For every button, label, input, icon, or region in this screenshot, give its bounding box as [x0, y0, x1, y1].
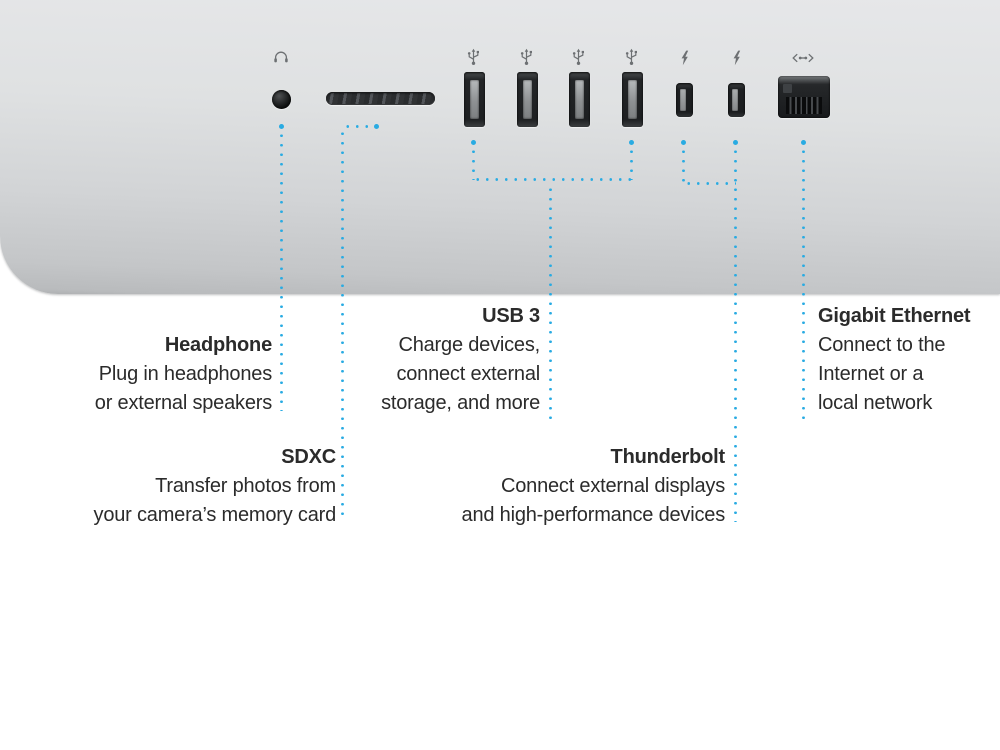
usb-icon — [465, 48, 482, 66]
thunderbolt-icon — [731, 50, 742, 66]
thunderbolt-port-tongue — [679, 89, 686, 111]
callout-gigabit-ethernet-line: Internet or a — [818, 363, 924, 385]
usb-leader-line-bracket — [473, 178, 632, 181]
usb-icon — [623, 48, 640, 66]
sdxc-leader-line-horizontal — [343, 125, 375, 128]
thunderbolt-port-tongue — [731, 89, 738, 111]
ethernet-leader-anchor — [801, 140, 806, 145]
sdxc-card-slot — [326, 92, 435, 105]
callout-headphone: Headphone Plug in headphones or external… — [0, 331, 272, 418]
sdxc-leader-line — [341, 129, 344, 522]
thunderbolt-leader-line — [734, 147, 737, 522]
callout-thunderbolt-line: and high-performance devices — [461, 504, 726, 526]
callout-usb3-line: storage, and more — [381, 392, 540, 414]
thunderbolt-leader-anchor-right — [733, 140, 738, 145]
usb-port-tongue — [575, 80, 584, 119]
gigabit-ethernet-port — [778, 76, 830, 118]
callout-headphone-title: Headphone — [164, 334, 272, 356]
usb-port-tongue — [523, 80, 532, 119]
callout-headphone-line: or external speakers — [94, 392, 272, 414]
ethernet-port-notch — [783, 84, 792, 93]
ethernet-icon — [792, 53, 814, 63]
imac-body-panel — [0, 0, 1000, 294]
callout-sdxc-line: Transfer photos from — [155, 475, 336, 497]
ethernet-port-pins — [786, 97, 822, 114]
callout-gigabit-ethernet-line: local network — [818, 392, 933, 414]
usb-leader-line-right — [630, 147, 633, 180]
usb-icon — [570, 48, 587, 66]
usb3-port-2 — [517, 72, 538, 127]
sdxc-leader-anchor — [374, 124, 379, 129]
usb3-port-3 — [569, 72, 590, 127]
thunderbolt-leader-line-bracket — [684, 182, 736, 185]
callout-usb3: USB 3 Charge devices, connect external s… — [340, 302, 540, 418]
callout-thunderbolt-title: Thunderbolt — [610, 446, 726, 468]
usb-leader-anchor-right — [629, 140, 634, 145]
callout-sdxc-line: your camera’s memory card — [93, 504, 337, 526]
thunderbolt-port-1 — [676, 83, 693, 117]
usb-port-tongue — [628, 80, 637, 119]
usb-port-tongue — [470, 80, 479, 119]
callout-gigabit-ethernet-title: Gigabit Ethernet — [818, 305, 971, 327]
callout-gigabit-ethernet: Gigabit Ethernet Connect to the Internet… — [818, 302, 1000, 418]
callout-sdxc: SDXC Transfer photos from your camera’s … — [0, 443, 337, 530]
usb3-port-1 — [464, 72, 485, 127]
thunderbolt-port-2 — [728, 83, 745, 117]
callout-usb3-line: Charge devices, — [398, 334, 540, 356]
usb3-port-4 — [622, 72, 643, 127]
headphone-leader-line — [280, 131, 283, 411]
thunderbolt-leader-line-left — [682, 147, 685, 184]
headphone-icon — [273, 50, 289, 64]
usb-leader-line-left — [472, 147, 475, 180]
callout-sdxc-title: SDXC — [281, 446, 336, 468]
thunderbolt-leader-anchor-left — [681, 140, 686, 145]
callout-headphone-line: Plug in headphones — [98, 363, 272, 385]
usb-leader-line-drop — [549, 185, 552, 420]
headphone-leader-anchor — [279, 124, 284, 129]
ethernet-leader-line — [802, 147, 805, 420]
headphone-jack — [272, 90, 291, 109]
callout-thunderbolt-line: Connect external displays — [500, 475, 725, 497]
usb-leader-anchor-left — [471, 140, 476, 145]
callout-thunderbolt: Thunderbolt Connect external displays an… — [425, 443, 726, 530]
callout-gigabit-ethernet-line: Connect to the — [818, 334, 946, 356]
thunderbolt-icon — [679, 50, 690, 66]
usb-icon — [518, 48, 535, 66]
callout-usb3-line: connect external — [396, 363, 540, 385]
callout-usb3-title: USB 3 — [482, 305, 540, 327]
